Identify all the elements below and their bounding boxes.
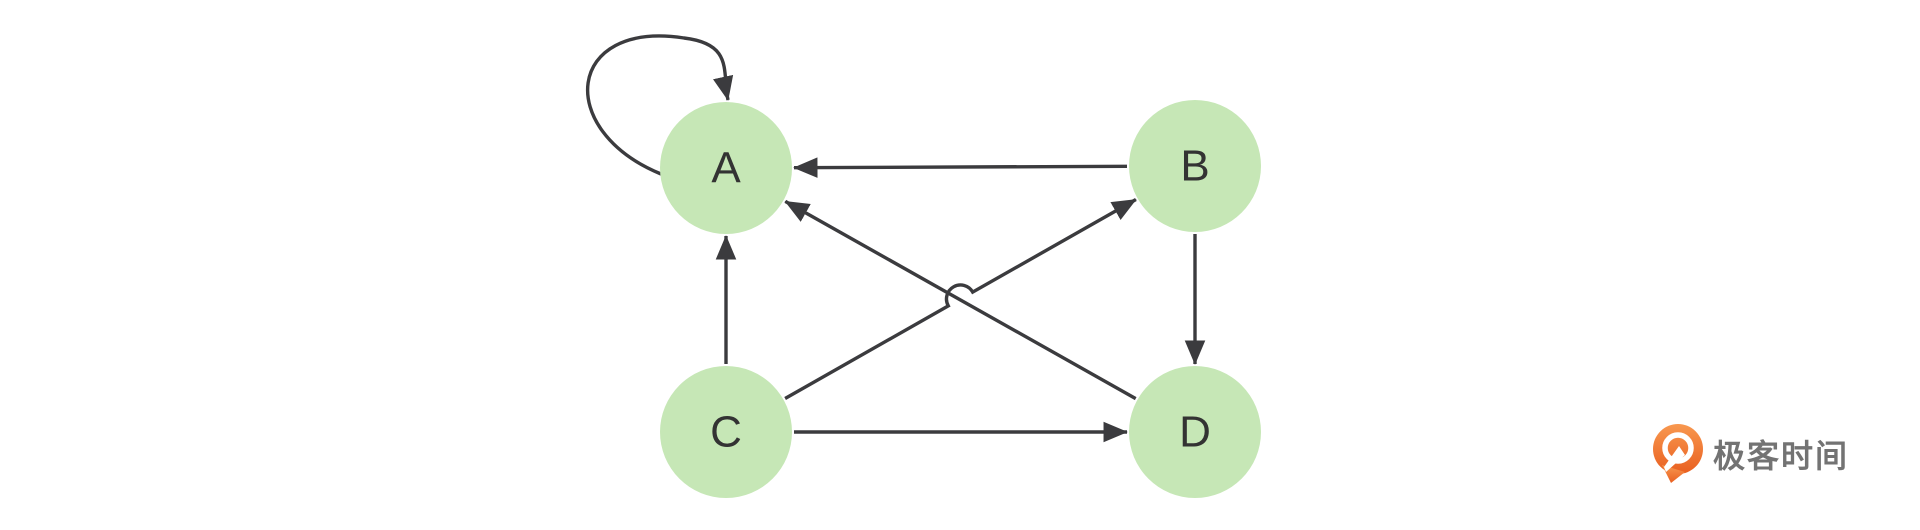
node-D — [1129, 366, 1261, 498]
edge-B-A — [793, 157, 1128, 178]
geektime-pin-icon — [1653, 424, 1703, 483]
geektime-watermark: 极客时间 — [1652, 424, 1849, 484]
node-label-B: B — [1180, 142, 1209, 191]
node-label-C: C — [710, 408, 742, 457]
edge-C-B — [784, 198, 1137, 400]
watermark-text: 极客时间 — [1713, 438, 1850, 474]
node-C — [660, 366, 792, 498]
edge-D-A — [784, 199, 1137, 401]
edge-A-A — [585, 34, 734, 176]
node-A — [660, 102, 792, 234]
node-B — [1129, 100, 1261, 232]
node-label-A: A — [711, 144, 741, 193]
node-label-D: D — [1179, 408, 1211, 457]
